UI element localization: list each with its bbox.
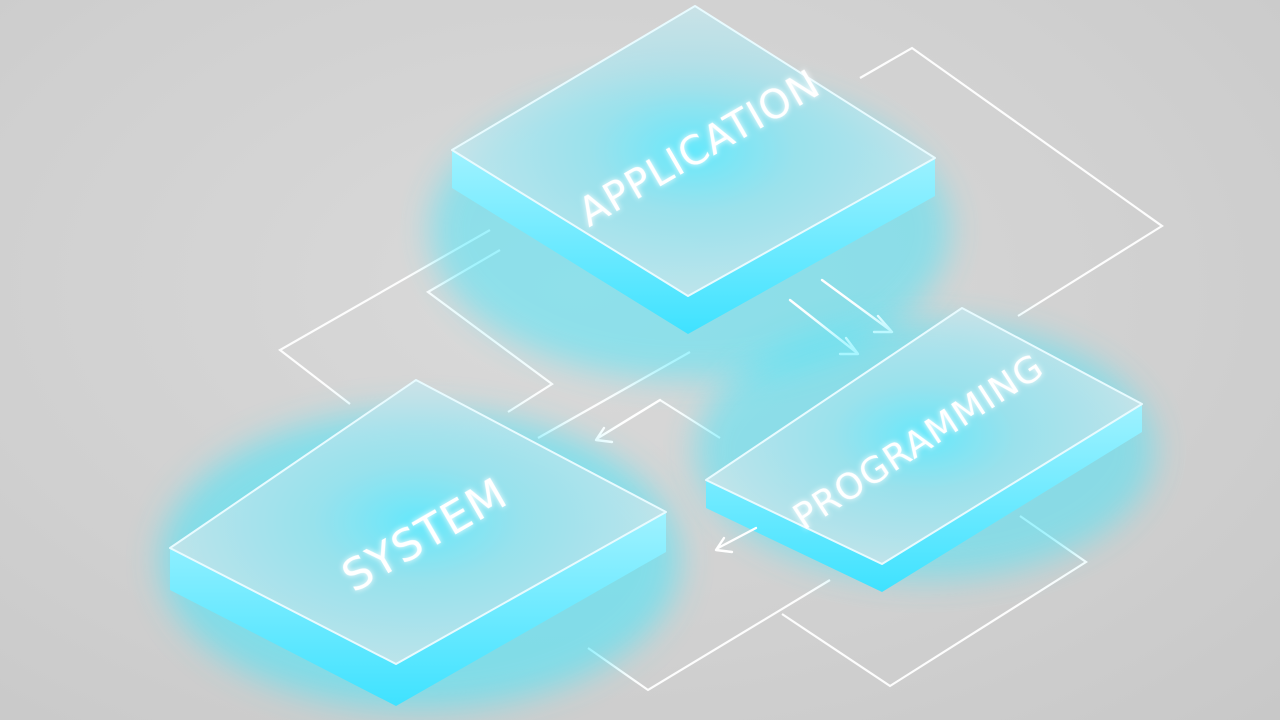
- programming-block-side: [706, 404, 1142, 592]
- arrows-programming-to-system: [594, 398, 758, 554]
- application-block[interactable]: APPLICATION: [430, 5, 950, 380]
- system-block-top: [169, 379, 667, 665]
- application-block-top: [451, 5, 936, 297]
- connector-app-to-system-outer: [278, 229, 491, 405]
- system-block[interactable]: SYSTEM: [160, 379, 680, 710]
- programming-block-top: [705, 307, 1143, 565]
- system-block-side: [170, 512, 666, 706]
- programming-block[interactable]: PROGRAMMING: [695, 307, 1155, 592]
- connector-app-to-prog-loop: [859, 46, 1164, 317]
- application-block-side: [452, 150, 935, 334]
